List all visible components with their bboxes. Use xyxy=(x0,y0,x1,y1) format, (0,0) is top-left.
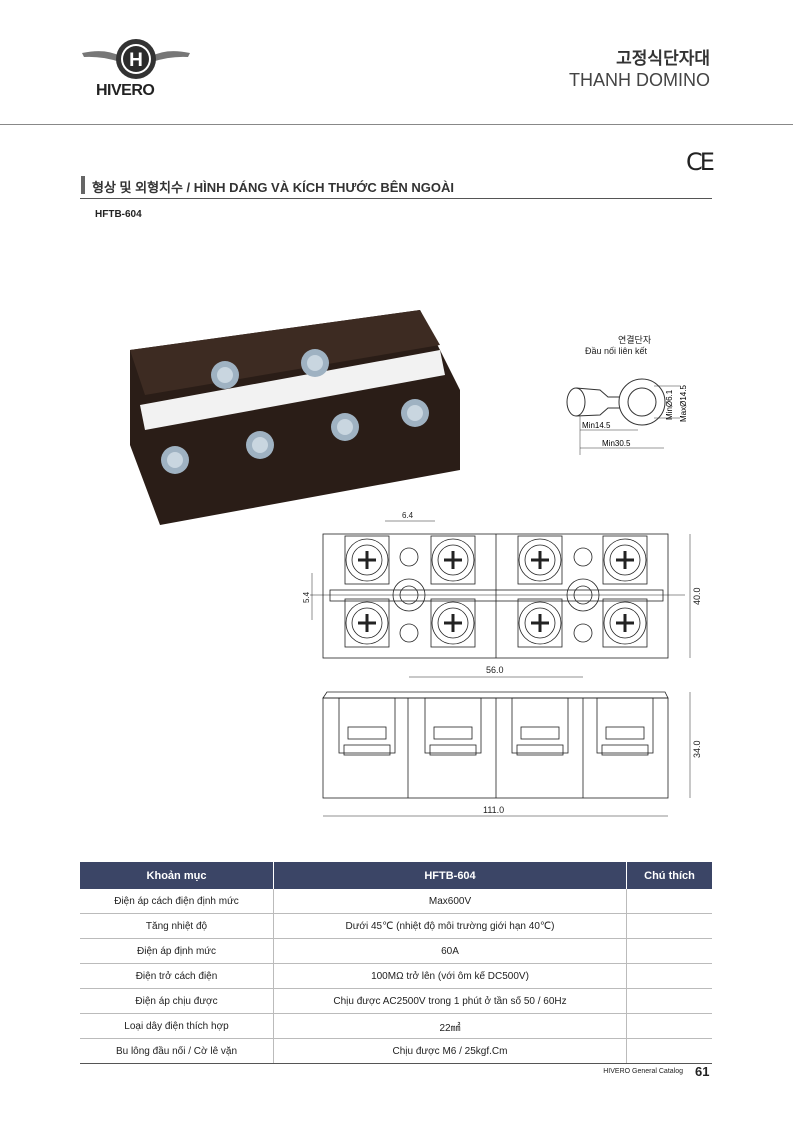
screw-icon xyxy=(602,535,648,585)
dim-min30-5: Min30.5 xyxy=(602,439,631,448)
screw-icon xyxy=(161,446,189,474)
row-item: Điện áp chịu được xyxy=(80,988,274,1014)
screw-icon xyxy=(517,598,563,648)
terminal-cell xyxy=(338,697,396,756)
screw-icon xyxy=(602,598,648,648)
connector-label-ko: 연결단자 xyxy=(618,335,652,345)
hivero-logo-emblem: H xyxy=(82,39,190,79)
screw-icon xyxy=(517,535,563,585)
row-value: Dưới 45℃ (nhiệt độ môi trường giới hạn 4… xyxy=(273,913,627,939)
row-value: 100MΩ trở lên (với ôm kế DC500V) xyxy=(273,963,627,989)
row-note xyxy=(626,963,712,989)
section-title: 형상 및 외형치수 / HÌNH DÁNG VÀ KÍCH THƯỚC BÊN … xyxy=(92,180,454,195)
spec-table: Khoản mục HFTB-604 Chú thích Điện áp các… xyxy=(80,862,712,1064)
terminal-cell xyxy=(424,697,482,756)
screw-icon xyxy=(301,349,329,377)
dim-min-d6-1: MinØ6.1 xyxy=(665,389,674,420)
row-item: Điện trở cách điện xyxy=(80,963,274,989)
dim-min14-5: Min14.5 xyxy=(582,421,611,430)
side-view-lip xyxy=(322,691,669,699)
row-item: Loại dây điện thích hợp xyxy=(80,1013,274,1039)
header-divider xyxy=(0,124,793,125)
dim-height: 40.0 xyxy=(692,587,702,605)
row-note xyxy=(626,1038,712,1064)
screw-icon xyxy=(430,535,476,585)
screw-icon xyxy=(246,431,274,459)
footer-catalog: HIVERO General Catalog xyxy=(603,1068,683,1075)
row-note xyxy=(626,988,712,1014)
row-note xyxy=(626,1013,712,1039)
screw-icon xyxy=(344,598,390,648)
ring-terminal-drawing: Min14.5 Min30.5 MinØ6.1 MaxØ14.5 xyxy=(566,378,688,455)
header-item: Khoản mục xyxy=(80,862,274,889)
product-photo xyxy=(130,310,460,525)
svg-text:H: H xyxy=(129,50,143,71)
logo-text: HIVERO xyxy=(96,82,155,99)
page-title-korean: 고정식단자대 xyxy=(616,49,710,68)
row-item: Bu lông đầu nối / Cờ lê vặn xyxy=(80,1038,274,1064)
terminal-cell xyxy=(596,697,654,756)
screw-icon xyxy=(344,535,390,585)
page-title: THANH DOMINO xyxy=(569,70,710,90)
terminal-cell xyxy=(511,697,569,756)
screw-icon xyxy=(401,399,429,427)
row-item: Tăng nhiệt độ xyxy=(80,913,274,939)
header-note: Chú thích xyxy=(626,862,712,889)
section-divider xyxy=(80,198,712,199)
page-number: 61 xyxy=(695,1064,710,1079)
row-note xyxy=(626,938,712,964)
dim-depth: 34.0 xyxy=(692,740,702,758)
row-value: Chịu được M6 / 25kgf.Cm xyxy=(273,1038,627,1064)
row-value: Chịu được AC2500V trong 1 phút ở tần số … xyxy=(273,988,627,1014)
screw-icon xyxy=(331,413,359,441)
dim-6-4: 6.4 xyxy=(402,511,414,520)
row-item: Điện áp định mức xyxy=(80,938,274,964)
row-value: Max600V xyxy=(273,889,627,914)
dim-5-4: 5.4 xyxy=(302,591,311,603)
section-marker xyxy=(81,176,85,194)
dim-hole-spacing: 56.0 xyxy=(486,665,504,675)
row-value: 60A xyxy=(273,938,627,964)
dim-max-d14-5: MaxØ14.5 xyxy=(679,385,688,422)
screw-icon xyxy=(430,598,476,648)
side-view-outline xyxy=(322,697,669,799)
dim-length: 111.0 xyxy=(483,805,504,815)
row-item: Điện áp cách điện định mức xyxy=(80,889,274,914)
top-view-outline xyxy=(322,533,669,659)
dimension-drawing: 40.0 56.0 6.4 5.4 34.0 111.0 xyxy=(302,511,702,817)
connector-label: Đầu nối liên kết xyxy=(585,346,648,356)
header-model: HFTB-604 xyxy=(273,862,627,889)
model-label: HFTB-604 xyxy=(95,209,142,220)
row-value: 22㎟ xyxy=(273,1013,627,1039)
screw-icon xyxy=(211,361,239,389)
row-note xyxy=(626,889,712,914)
row-note xyxy=(626,913,712,939)
ce-mark: CE xyxy=(686,148,715,176)
